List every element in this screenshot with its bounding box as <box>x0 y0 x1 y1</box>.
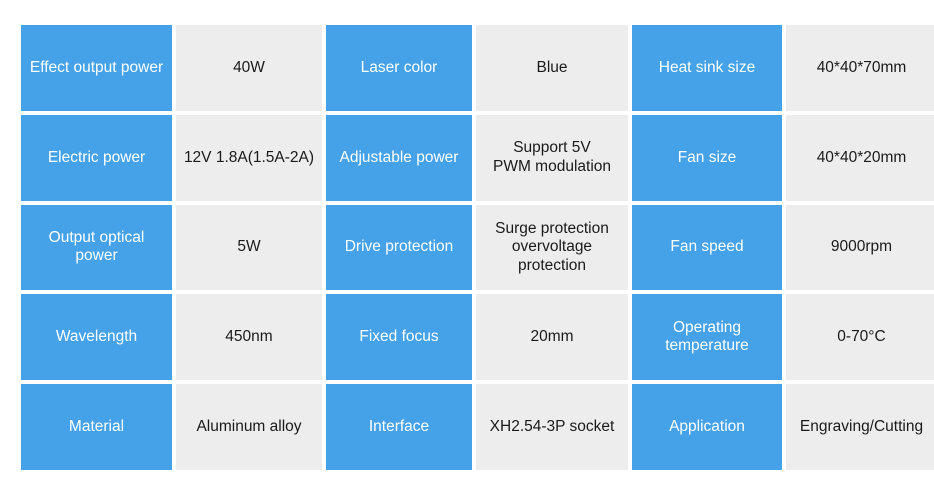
spec-label-cell: Heat sink size <box>632 25 782 111</box>
spec-label-cell: Wavelength <box>21 294 172 381</box>
spec-label-cell: Adjustable power <box>326 114 472 201</box>
spec-value-text: 0-70°C <box>837 328 886 346</box>
spec-value-text: 40*40*20mm <box>816 148 907 166</box>
spec-label-text: Fixed focus <box>359 328 439 346</box>
spec-label-cell: Drive protection <box>326 204 472 291</box>
spec-label-cell: Operating temperature <box>632 294 782 381</box>
spec-value-text: 20mm <box>530 328 574 346</box>
spec-value-cell: 0-70°C <box>786 294 934 381</box>
spec-value-text: 5W <box>237 238 261 256</box>
spec-value-text: Engraving/Cutting <box>799 417 924 435</box>
spec-value-cell: 450nm <box>176 294 322 381</box>
spec-value-cell: Blue <box>476 25 628 111</box>
spec-value-text: 12V 1.8A(1.5A-2A) <box>183 148 315 166</box>
spec-value-cell: 12V 1.8A(1.5A-2A) <box>176 114 322 201</box>
spec-value-cell: Aluminum alloy <box>176 384 322 470</box>
spec-label-text: Laser color <box>360 58 438 76</box>
spec-label-cell: Output optical power <box>21 204 172 291</box>
spec-label-text: Operating temperature <box>665 319 749 355</box>
spec-label-text: Wavelength <box>55 328 138 346</box>
spec-label-cell: Laser color <box>326 25 472 111</box>
spec-label-text: Fan size <box>677 148 737 166</box>
spec-label-text: Application <box>669 417 745 435</box>
spec-value-cell: Support 5V PWM modulation <box>476 114 628 201</box>
spec-label-cell: Electric power <box>21 114 172 201</box>
spec-value-text: 9000rpm <box>830 238 893 256</box>
spec-value-text: 450nm <box>225 328 273 346</box>
spec-value-text: XH2.54-3P socket <box>489 417 615 435</box>
spec-label-cell: Fan speed <box>632 204 782 291</box>
spec-value-cell: 40W <box>176 25 322 111</box>
spec-label-text: Adjustable power <box>339 148 459 166</box>
spec-value-cell: Surge protection overvoltage protection <box>476 204 628 291</box>
spec-label-text: Output optical power <box>48 229 145 265</box>
spec-value-cell: 40*40*20mm <box>786 114 934 201</box>
spec-value-text: 40*40*70mm <box>816 58 907 76</box>
spec-value-text: Surge protection overvoltage protection <box>495 220 609 274</box>
spec-label-cell: Fan size <box>632 114 782 201</box>
spec-value-text: 40W <box>233 58 265 76</box>
spec-label-cell: Material <box>21 384 172 470</box>
spec-label-text: Interface <box>368 417 430 435</box>
spec-value-text: Aluminum alloy <box>196 417 302 435</box>
spec-label-text: Heat sink size <box>658 58 756 76</box>
spec-label-cell: Effect output power <box>21 25 172 111</box>
spec-label-cell: Interface <box>326 384 472 470</box>
spec-value-cell: Engraving/Cutting <box>786 384 934 470</box>
spec-value-cell: 5W <box>176 204 322 291</box>
spec-value-cell: 40*40*70mm <box>786 25 934 111</box>
specification-table: Effect output power 40W Laser color Blue Hea… <box>21 25 934 470</box>
spec-label-cell: Application <box>632 384 782 470</box>
spec-value-cell: 20mm <box>476 294 628 381</box>
spec-label-text: Electric power <box>47 148 146 166</box>
spec-label-cell: Fixed focus <box>326 294 472 381</box>
spec-value-cell: XH2.54-3P socket <box>476 384 628 470</box>
spec-label-text: Fan speed <box>670 238 744 256</box>
spec-label-text: Effect output power <box>29 58 164 76</box>
spec-label-text: Material <box>68 417 125 435</box>
spec-value-cell: 9000rpm <box>786 204 934 291</box>
spec-label-text: Drive protection <box>344 238 454 256</box>
spec-value-text: Support 5V PWM modulation <box>492 139 611 175</box>
spec-value-text: Blue <box>536 58 568 76</box>
